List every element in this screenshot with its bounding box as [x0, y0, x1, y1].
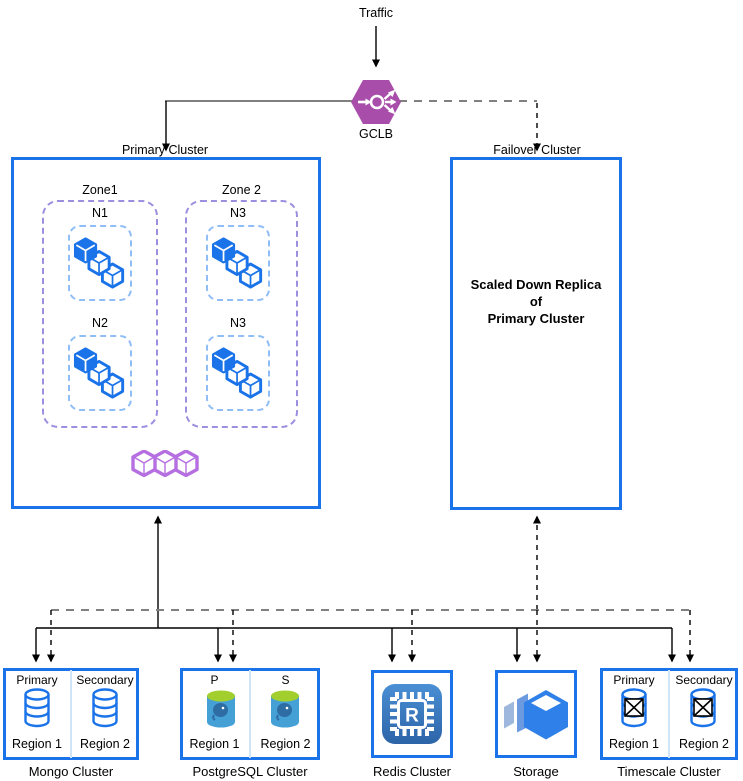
node-n1-box: [68, 225, 132, 301]
mongo-region-divider: [70, 670, 72, 758]
mongo-region2-label: Region 2: [79, 737, 131, 751]
redis-chip-icon: R: [382, 684, 442, 744]
load-balancer-hexagon-icon: [351, 80, 401, 124]
mongo-database-icon: [92, 688, 118, 728]
node-n3a-label: N3: [230, 206, 246, 220]
timescale-database-icon: [621, 688, 647, 728]
failover-cluster-label: Failover Cluster: [493, 143, 581, 157]
timescale-region1-label: Region 1: [608, 737, 660, 751]
postgres-region-divider: [249, 670, 251, 758]
gclb-primary-line: [165, 100, 353, 102]
zone2-label: Zone 2: [222, 183, 261, 197]
kubernetes-pods-icon: [131, 450, 199, 477]
gke-node-cubes-icon: [73, 347, 125, 399]
failover-line2: of: [529, 294, 543, 309]
timescale-primary-label: Primary: [613, 673, 655, 687]
mongo-database-icon: [24, 688, 50, 728]
primary-cluster-label: Primary Cluster: [121, 143, 209, 157]
timescale-region-divider: [668, 670, 670, 758]
postgres-secondary-label: S: [281, 673, 290, 687]
postgres-database-icon: [271, 690, 299, 728]
failover-description: Scaled Down Replica of Primary Cluster: [450, 276, 622, 327]
redis-cluster-title: Redis Cluster: [372, 764, 452, 779]
mongo-cluster-title: Mongo Cluster: [28, 764, 114, 779]
node-n3a-box: [206, 225, 270, 301]
timescale-cluster-title: Timescale Cluster: [617, 764, 721, 779]
failover-cluster-box: [450, 157, 622, 510]
timescale-secondary-label: Secondary: [675, 673, 733, 687]
mongo-region1-label: Region 1: [11, 737, 63, 751]
gclb-label: GCLB: [358, 127, 394, 141]
mongo-primary-label: Primary: [16, 673, 58, 687]
zone1-label: Zone1: [82, 183, 118, 197]
node-n2-label: N2: [92, 316, 108, 330]
postgres-cluster-title: PostgreSQL Cluster: [192, 764, 308, 779]
storage-title: Storage: [513, 764, 559, 779]
storage-cube-icon: [504, 690, 568, 740]
gke-node-cubes-icon: [73, 237, 125, 289]
traffic-label: Traffic: [358, 6, 394, 20]
postgres-region1-label: Region 1: [189, 737, 240, 751]
timescale-database-icon: [690, 688, 716, 728]
zone1-box: [42, 200, 158, 428]
gke-node-cubes-icon: [211, 347, 263, 399]
mongo-secondary-label: Secondary: [76, 673, 134, 687]
failover-line1: Scaled Down Replica: [470, 277, 602, 292]
gke-node-cubes-icon: [211, 237, 263, 289]
node-n3b-label: N3: [230, 316, 246, 330]
timescale-region2-label: Region 2: [678, 737, 730, 751]
node-n1-label: N1: [92, 206, 108, 220]
failover-line3: Primary Cluster: [487, 311, 585, 326]
zone2-box: [185, 200, 298, 428]
node-n3b-box: [206, 335, 270, 411]
postgres-region2-label: Region 2: [260, 737, 311, 751]
redis-chip-letter: R: [405, 706, 419, 727]
postgres-primary-label: P: [210, 673, 219, 687]
postgres-database-icon: [207, 690, 235, 728]
node-n2-box: [68, 335, 132, 411]
